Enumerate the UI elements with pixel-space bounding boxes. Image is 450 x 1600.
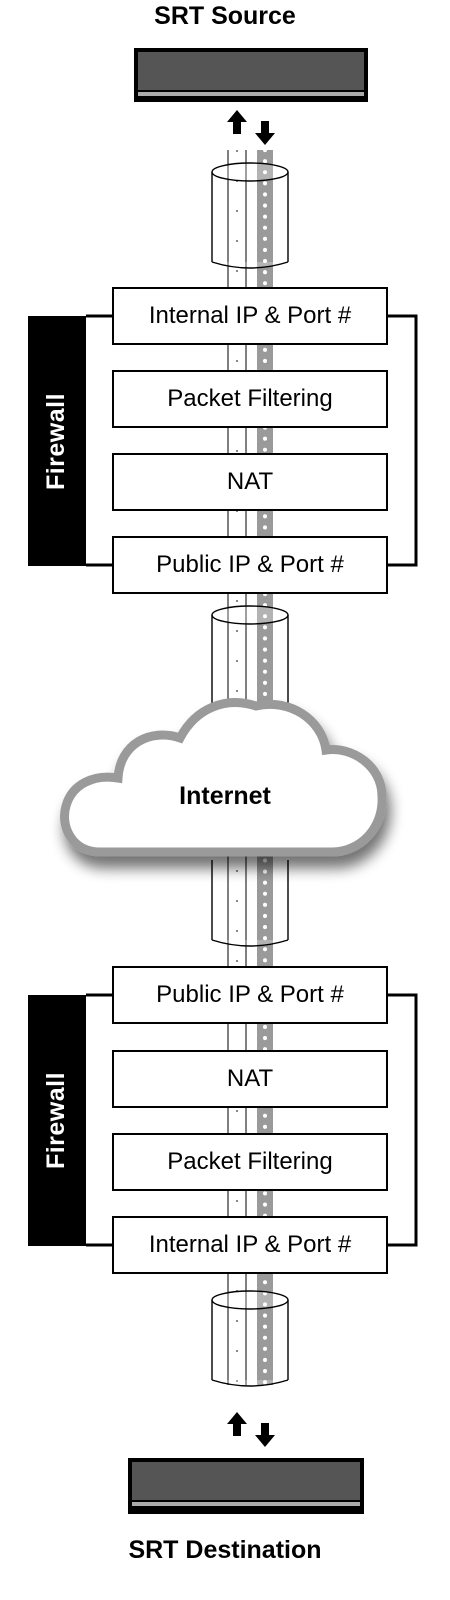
cloud-icon [60, 698, 387, 857]
arrow-down-icon [255, 1423, 275, 1447]
bottom-packet-filtering-box: Packet Filtering [112, 1133, 388, 1191]
top-packet-filtering-box: Packet Filtering [112, 370, 388, 428]
bottom-public-ip-port-box: Public IP & Port # [112, 966, 388, 1024]
top-nat-box: NAT [112, 453, 388, 511]
top-public-ip-port-box: Public IP & Port # [112, 536, 388, 594]
bottom-internal-ip-port-box: Internal IP & Port # [112, 1216, 388, 1274]
firewall-top-label: Firewall [28, 316, 86, 566]
cable-sleeve-icon [211, 1290, 289, 1387]
arrow-up-icon [227, 1412, 247, 1436]
cable-sleeve-icon [211, 605, 289, 705]
firewall-top-bracket [86, 314, 418, 567]
firewall-bottom-text: Firewall [42, 1071, 71, 1170]
srt-source-device [134, 48, 368, 102]
cable-sleeve-icon [211, 162, 289, 269]
firewall-top-text: Firewall [42, 392, 71, 490]
internet-label: Internet [179, 782, 271, 810]
cable-sleeve-icon [211, 860, 289, 947]
arrow-down-icon [255, 121, 275, 145]
firewall-bottom-bracket [86, 993, 418, 1247]
bottom-nat-box: NAT [112, 1050, 388, 1108]
srt-source-title: SRT Source [154, 2, 296, 30]
srt-destination-title: SRT Destination [128, 1536, 322, 1564]
top-internal-ip-port-box: Internal IP & Port # [112, 287, 388, 345]
arrow-up-icon [227, 110, 247, 134]
srt-destination-device [128, 1458, 364, 1514]
firewall-bottom-label: Firewall [28, 995, 86, 1246]
